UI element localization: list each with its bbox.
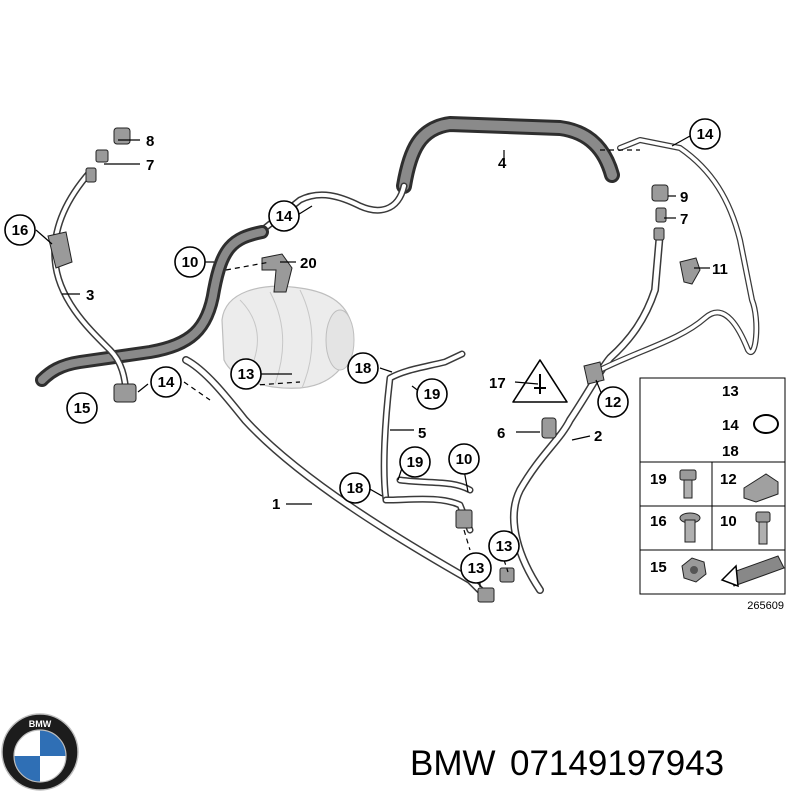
callout-9: 9 bbox=[680, 189, 688, 206]
legend-13: 13 bbox=[722, 383, 739, 400]
callout-20: 20 bbox=[300, 255, 317, 272]
callout-14-left: 14 bbox=[150, 366, 182, 398]
svg-text:14: 14 bbox=[697, 126, 714, 143]
nut-15-icon bbox=[681, 557, 707, 583]
callout-1: 1 bbox=[272, 496, 280, 513]
svg-text:18: 18 bbox=[347, 480, 364, 497]
callout-16: 16 bbox=[4, 214, 36, 246]
fitting-16 bbox=[47, 231, 73, 269]
svg-text:13: 13 bbox=[238, 366, 255, 383]
callout-19-top: 19 bbox=[416, 378, 448, 410]
caption-part-number: 07149197943 bbox=[510, 744, 724, 783]
callout-7-left: 7 bbox=[146, 157, 154, 174]
callout-10-bottom: 10 bbox=[448, 443, 480, 475]
o-ring-icon bbox=[753, 414, 779, 434]
valve-core-7-right bbox=[653, 207, 667, 241]
callout-5: 5 bbox=[418, 425, 426, 442]
bmw-logo-icon: BMW bbox=[1, 713, 79, 791]
arrow-tag-icon bbox=[720, 555, 785, 588]
hose-4-thick-suction bbox=[396, 116, 620, 194]
fittings-13-lower bbox=[455, 509, 515, 603]
callout-4: 4 bbox=[498, 155, 507, 172]
svg-text:14: 14 bbox=[276, 208, 293, 225]
svg-text:12: 12 bbox=[605, 394, 622, 411]
parts-legend: 13 14 18 19 12 16 10 15 bbox=[639, 377, 786, 595]
clip-15 bbox=[113, 383, 137, 403]
pipe-4-to-14 bbox=[261, 182, 408, 232]
callout-18-top: 18 bbox=[347, 352, 379, 384]
callout-8: 8 bbox=[146, 133, 154, 150]
bolt-19-icon bbox=[679, 469, 697, 499]
callout-19-bottom: 19 bbox=[399, 446, 431, 478]
pipe-5 bbox=[380, 350, 466, 504]
callout-2: 2 bbox=[594, 428, 602, 445]
valve-core-7 bbox=[85, 149, 109, 183]
legend-16: 16 bbox=[650, 513, 667, 530]
bolt-10-icon bbox=[755, 511, 771, 545]
cap-9 bbox=[651, 184, 669, 202]
legend-12: 12 bbox=[720, 471, 737, 488]
svg-text:10: 10 bbox=[456, 451, 473, 468]
clamp-12-icon bbox=[743, 473, 779, 503]
legend-10: 10 bbox=[720, 513, 737, 530]
bracket-20 bbox=[261, 253, 293, 293]
svg-text:19: 19 bbox=[407, 454, 424, 471]
callout-13-right: 13 bbox=[488, 530, 520, 562]
callout-13-bottom: 13 bbox=[460, 552, 492, 584]
legend-14: 14 bbox=[722, 417, 739, 434]
callout-17: 17 bbox=[489, 375, 506, 392]
svg-text:13: 13 bbox=[468, 560, 485, 577]
pipe-10-discharge bbox=[35, 225, 269, 387]
svg-text:13: 13 bbox=[496, 538, 513, 555]
svg-text:18: 18 bbox=[355, 360, 372, 377]
pressure-sensor-6 bbox=[541, 417, 557, 439]
caption-brand: BMW bbox=[410, 744, 496, 783]
pipe-18-19 bbox=[382, 476, 474, 534]
pipe-2 bbox=[509, 228, 664, 594]
legend-18: 18 bbox=[722, 443, 739, 460]
flange-bolt-16-icon bbox=[679, 512, 701, 543]
callout-6: 6 bbox=[497, 425, 505, 442]
svg-text:15: 15 bbox=[74, 400, 91, 417]
legend-15: 15 bbox=[650, 559, 667, 576]
callout-10-left: 10 bbox=[174, 246, 206, 278]
svg-text:19: 19 bbox=[424, 386, 441, 403]
svg-text:16: 16 bbox=[12, 222, 29, 239]
reference-number: 265609 bbox=[747, 600, 784, 612]
svg-text:10: 10 bbox=[182, 254, 199, 271]
callout-13-mid: 13 bbox=[230, 358, 262, 390]
callout-14-top: 14 bbox=[268, 200, 300, 232]
legend-19: 19 bbox=[650, 471, 667, 488]
callout-3: 3 bbox=[86, 287, 94, 304]
callout-11: 11 bbox=[712, 261, 728, 278]
pipe-1 bbox=[182, 356, 492, 602]
svg-text:BMW: BMW bbox=[29, 719, 52, 729]
warning-triangle-icon bbox=[512, 359, 568, 403]
callout-7-right: 7 bbox=[680, 211, 688, 228]
fitting-12 bbox=[583, 361, 605, 385]
cap-8 bbox=[113, 127, 131, 145]
pipe-3 bbox=[51, 168, 130, 396]
pipe-right-loop bbox=[597, 137, 760, 373]
callout-14-right: 14 bbox=[689, 118, 721, 150]
callout-12: 12 bbox=[597, 386, 629, 418]
callout-15: 15 bbox=[66, 392, 98, 424]
svg-text:14: 14 bbox=[158, 374, 175, 391]
sensor-11 bbox=[679, 257, 701, 285]
callout-18-bottom: 18 bbox=[339, 472, 371, 504]
